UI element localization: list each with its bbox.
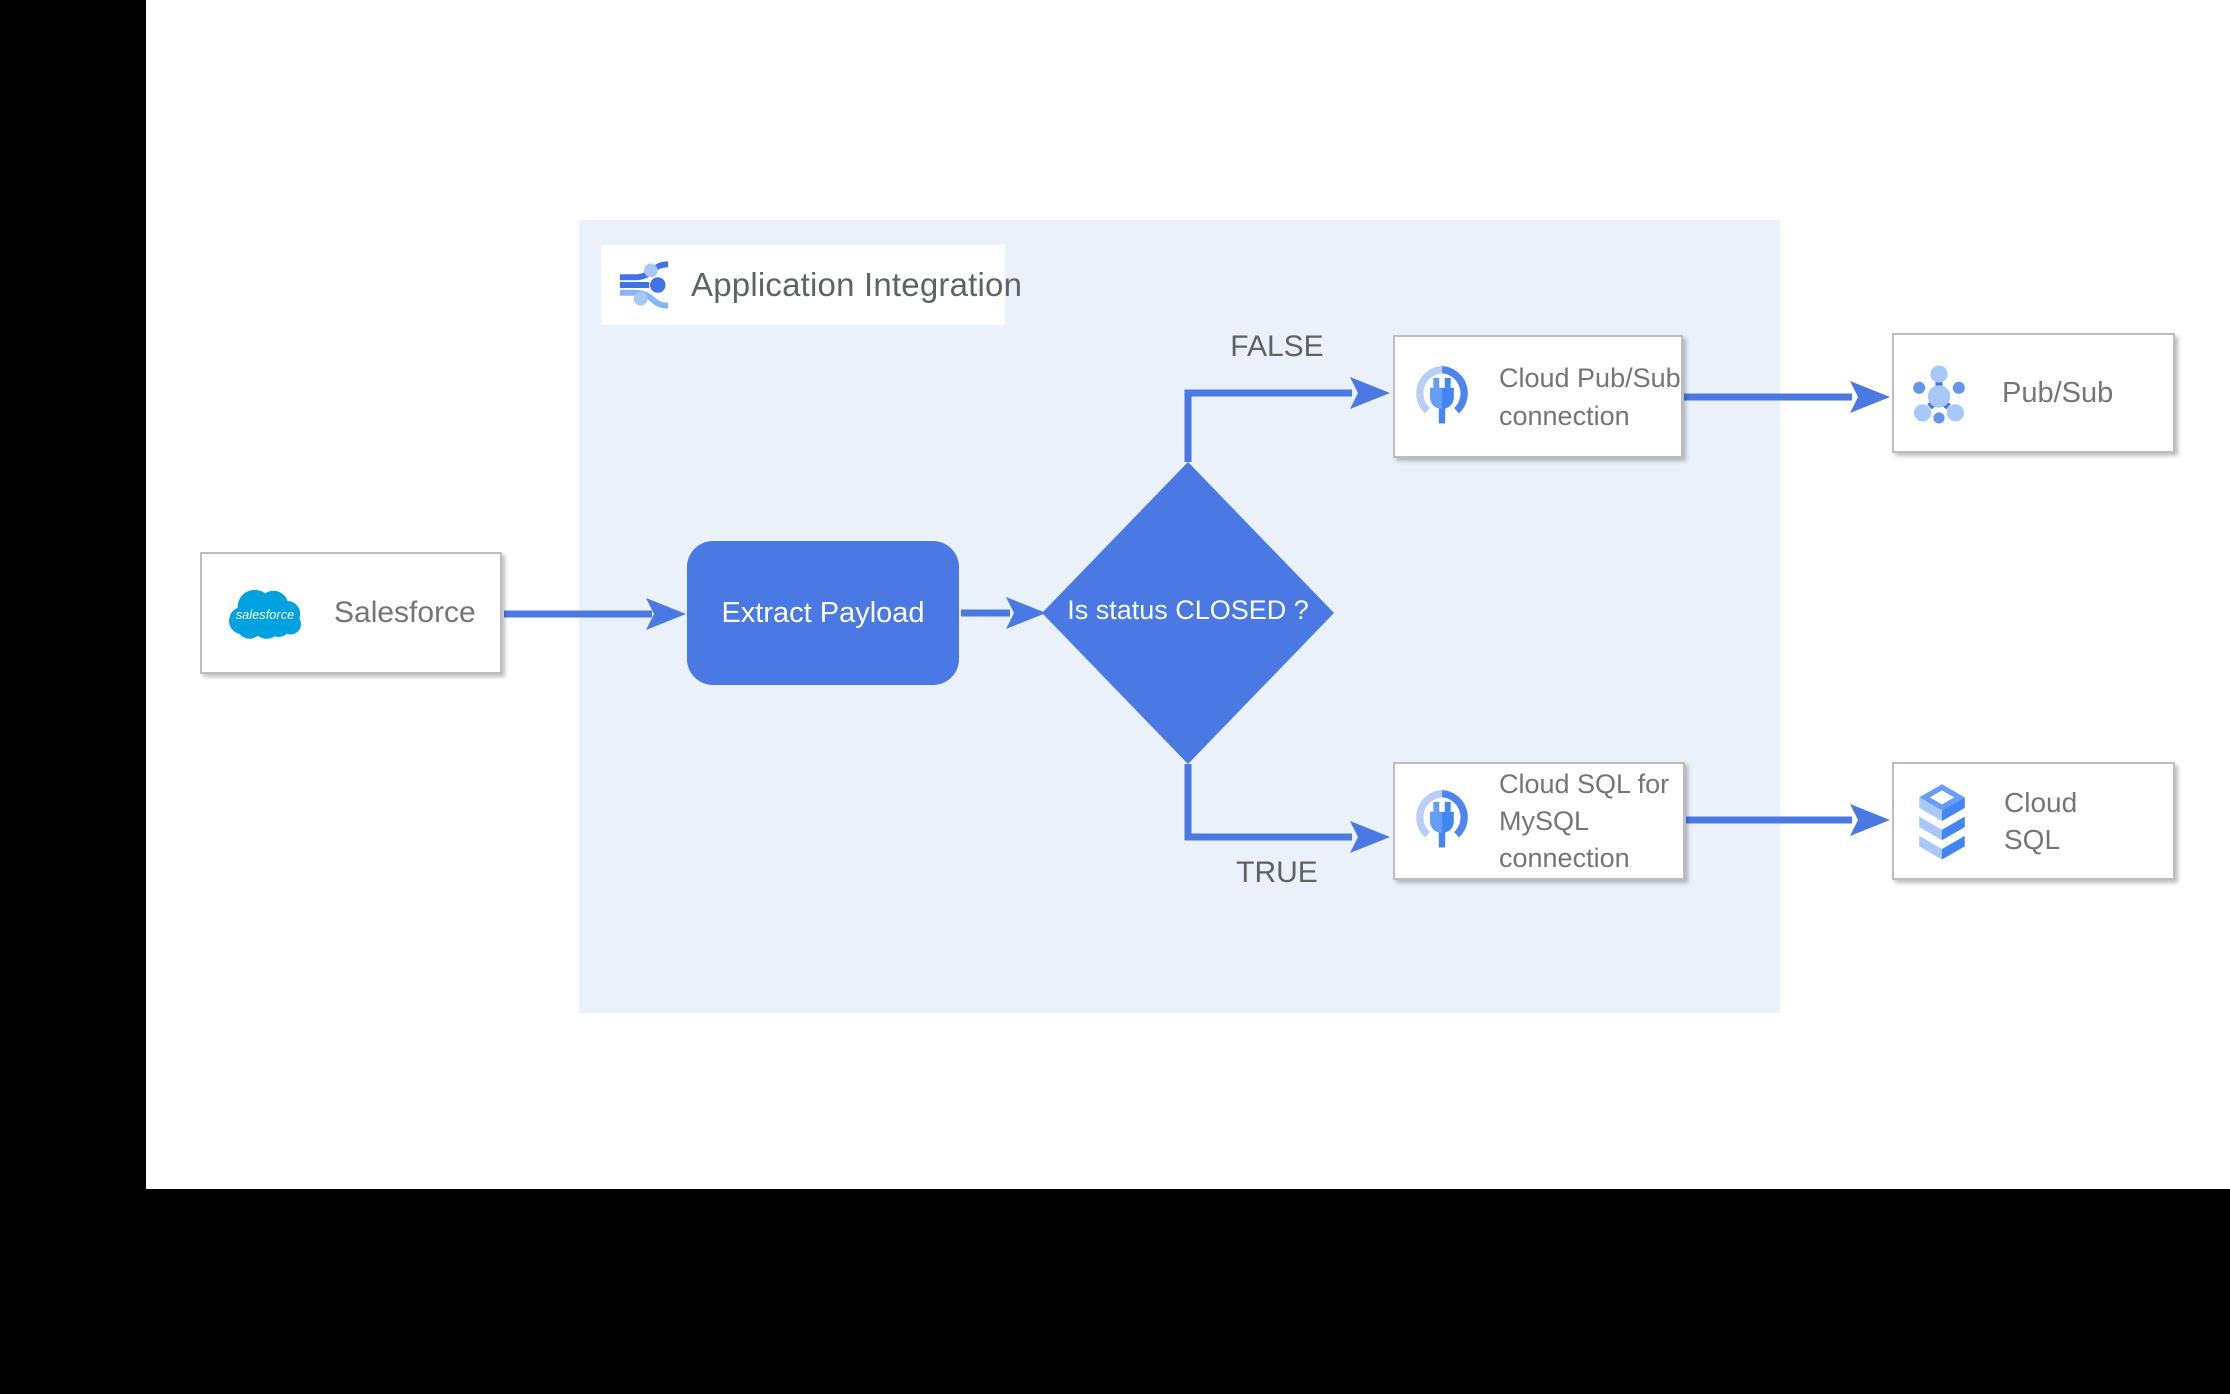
cloudsql-connection-line3: connection [1499, 842, 1630, 873]
edge-false-branch [1184, 389, 1352, 462]
node-extract-payload: Extract Payload [687, 541, 959, 685]
decision-diamond [1042, 462, 1334, 764]
arrowhead [1350, 377, 1390, 409]
node-pubsub: Pub/Sub [1892, 333, 2175, 453]
cloudsql-line2: SQL [2004, 824, 2061, 855]
cloudsql-connection-line1: Cloud SQL for [1499, 768, 1670, 799]
arrowhead [646, 598, 686, 630]
cloud-sql-icon [1914, 782, 1970, 860]
cloudsql-connection-line2: MySQL [1499, 805, 1590, 836]
arrowhead [1850, 381, 1890, 413]
pubsub-icon [1908, 358, 1970, 428]
node-cloudsql: Cloud SQL [1892, 762, 2175, 880]
application-integration-title: Application Integration [691, 266, 1023, 303]
pubsub-connection-line2: connection [1499, 400, 1630, 431]
node-pubsub-connection: Cloud Pub/Sub connection [1393, 335, 1683, 458]
arrowhead [1350, 821, 1390, 853]
node-salesforce: salesforce Salesforce [200, 552, 502, 674]
application-integration-icon [613, 254, 675, 316]
false-branch-label: FALSE [1230, 330, 1324, 363]
arrowhead [1006, 597, 1046, 629]
connector-plug-icon [1411, 363, 1473, 431]
node-cloudsql-connection: Cloud SQL for MySQL connection [1393, 762, 1685, 880]
decision-label: Is status CLOSED ? [1067, 595, 1309, 625]
salesforce-logo-text: salesforce [236, 607, 295, 622]
pubsub-connection-line1: Cloud Pub/Sub [1499, 362, 1681, 393]
application-integration-header: Application Integration [601, 245, 1022, 325]
cloudsql-label: Cloud SQL [2004, 784, 2077, 858]
extract-payload-label: Extract Payload [721, 596, 925, 629]
cloudsql-connection-label: Cloud SQL for MySQL connection [1499, 766, 1669, 877]
edge-true-branch [1184, 764, 1352, 841]
salesforce-logo-icon: salesforce [222, 583, 308, 643]
pubsub-connection-label: Cloud Pub/Sub connection [1499, 359, 1681, 435]
connector-plug-icon [1411, 787, 1473, 855]
true-branch-label: TRUE [1236, 856, 1318, 889]
cloudsql-line1: Cloud [2004, 787, 2078, 818]
arrowhead [1850, 804, 1890, 836]
salesforce-label: Salesforce [334, 596, 476, 629]
pubsub-label: Pub/Sub [2002, 377, 2114, 409]
